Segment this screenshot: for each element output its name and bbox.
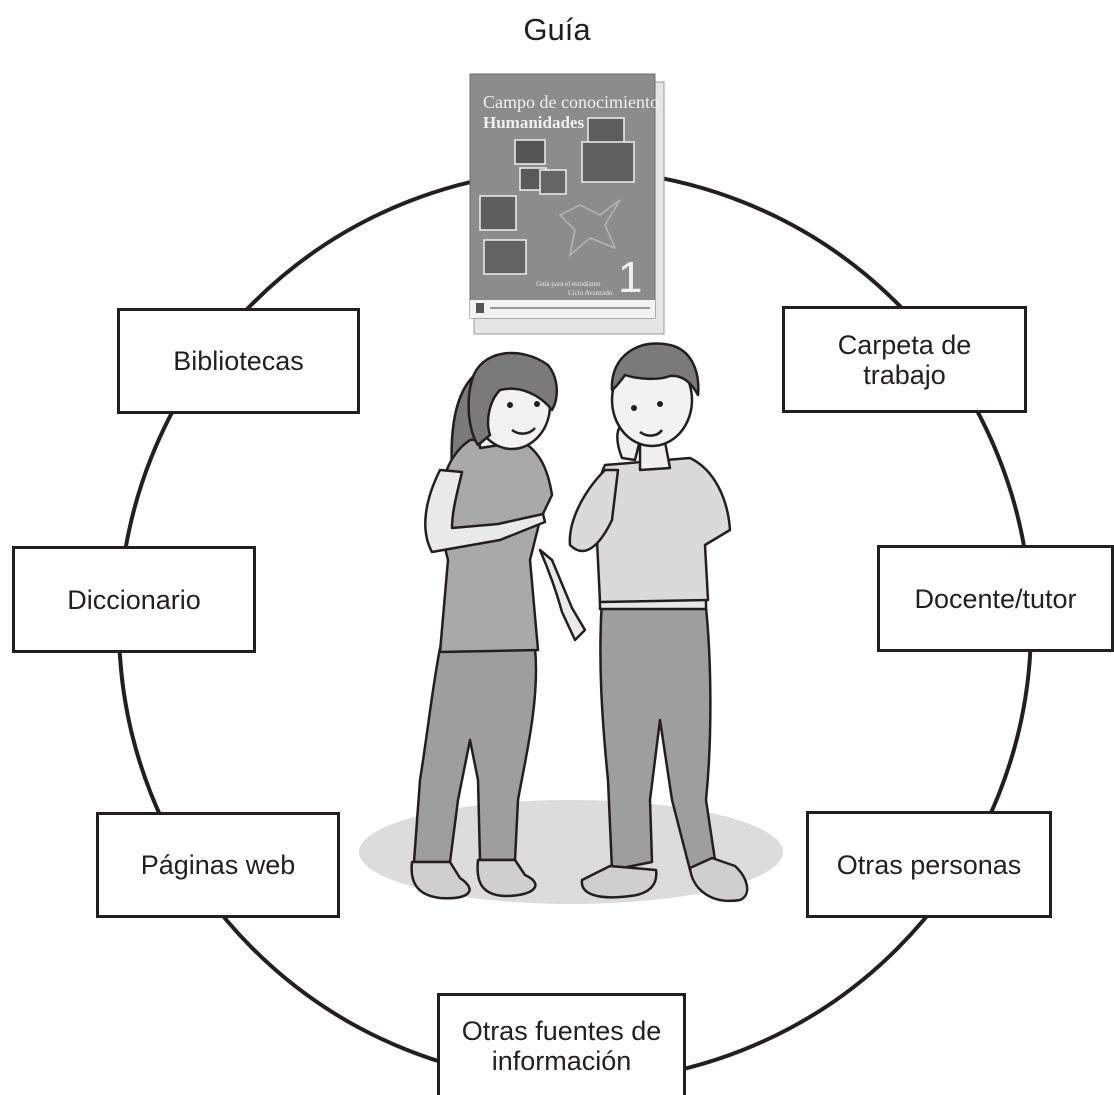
guide-book-illustration: Campo de conocimiento Humanidades 1 Guía… [469,73,665,335]
girl-illustration [410,351,587,900]
node-label: Docente/tutor [914,583,1077,614]
node-diccionario: Diccionario [12,546,256,653]
book-title-line2: Humanidades [483,113,584,132]
ground-shadow [359,800,783,904]
node-bibliotecas: Bibliotecas [117,308,360,414]
node-otras-personas: Otras personas [806,811,1052,918]
boy-illustration [568,342,749,903]
node-label: Otras personas [836,849,1022,880]
node-label: Bibliotecas [173,346,304,376]
node-paginas-web: Páginas web [96,812,340,918]
book-title-line1: Campo de conocimiento [483,92,659,112]
node-label: Páginas web [140,850,296,880]
node-label: Diccionario [67,584,201,615]
diagram-title: Guía [523,12,591,47]
node-label: Carpeta de trabajo [837,329,972,390]
node-docente-tutor: Docente/tutor [877,545,1114,652]
book-number: 1 [618,253,642,302]
book-subtitle-line1: Guía para el estudiante [536,280,600,288]
node-carpeta-de-trabajo: Carpeta de trabajo [782,306,1027,413]
node-otras-fuentes: Otras fuentes de información [437,993,686,1095]
node-label: Otras fuentes de información [461,1015,662,1076]
book-subtitle-line2: Ciclo Avanzado [568,289,613,297]
